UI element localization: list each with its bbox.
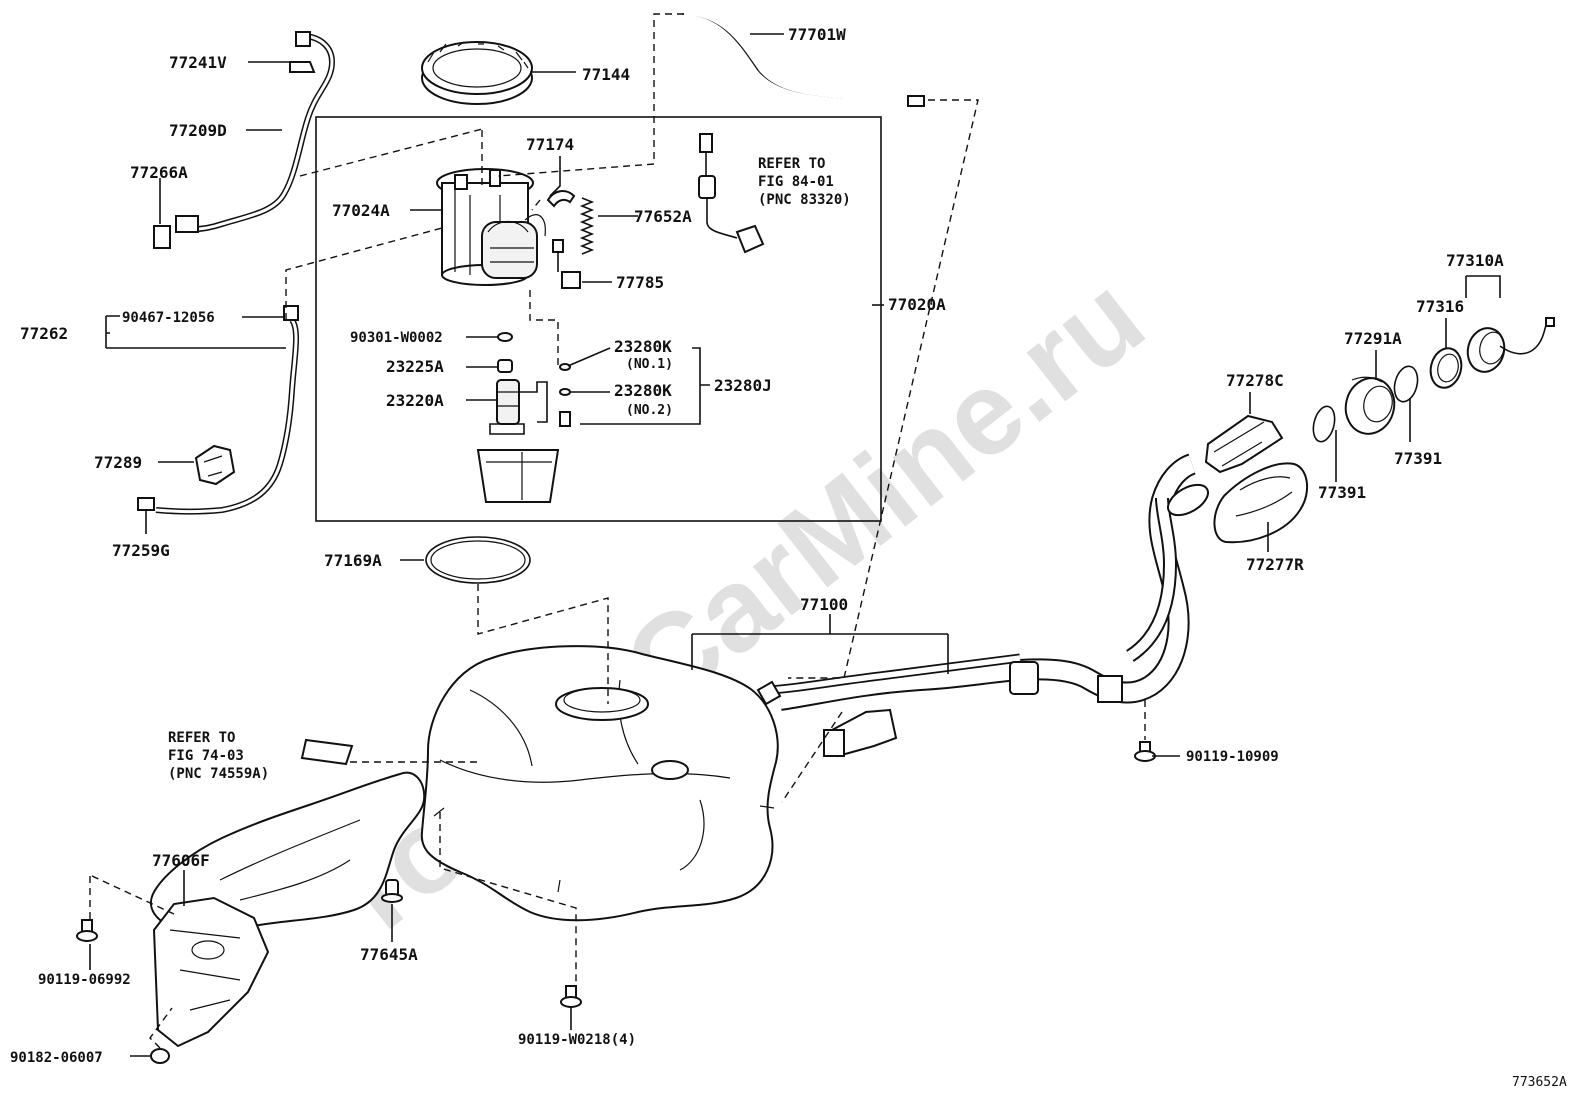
label-77291A: 77291A — [1344, 329, 1402, 348]
filter-ring-23280K-no1 — [559, 363, 571, 371]
filler-protector-77277R — [1213, 462, 1309, 544]
leader-lines — [89, 33, 1501, 1057]
clip-77241V — [289, 61, 316, 73]
refer-84-01-line2: FIG 84-01 — [758, 174, 834, 190]
gasket-77316 — [1429, 347, 1463, 389]
label-77652A: 77652A — [634, 207, 692, 226]
label-23225A: 23225A — [386, 357, 444, 376]
bolt-90119-W0218 — [560, 985, 582, 1008]
label-77024A: 77024A — [332, 201, 390, 220]
label-77144: 77144 — [582, 65, 630, 84]
filler-pipe — [756, 453, 1209, 758]
refer-74-03-line3: (PNC 74559A) — [168, 766, 269, 782]
label-77259G: 77259G — [112, 541, 170, 560]
label-77169A: 77169A — [324, 551, 382, 570]
clip-77259G — [137, 497, 155, 511]
label-77241V: 77241V — [169, 53, 227, 72]
refer-74-03-line2: FIG 74-03 — [168, 748, 244, 764]
label-23280K-no2: 23280K — [614, 381, 672, 400]
label-77100: 77100 — [800, 595, 848, 614]
label-23280J: 23280J — [714, 376, 772, 395]
label-90119-10909: 90119-10909 — [1186, 749, 1279, 765]
label-77785: 77785 — [616, 273, 664, 292]
gasket-77169A — [425, 536, 531, 584]
gasket-77391-outer — [1393, 365, 1419, 403]
clamp-77174 — [546, 190, 576, 208]
heat-insulator-77606F — [149, 771, 426, 1048]
label-no2: (NO.2) — [626, 403, 673, 418]
diagram-code: 773652A — [1512, 1075, 1567, 1090]
label-77645A: 77645A — [360, 945, 418, 964]
bolt-90119-10909 — [1134, 741, 1156, 762]
spring-77652A — [579, 197, 595, 255]
label-no1: (NO.1) — [626, 357, 673, 372]
hose-77262 — [155, 305, 299, 515]
label-77310A: 77310A — [1446, 251, 1504, 270]
label-77020A: 77020A — [888, 295, 946, 314]
bracket-77289 — [194, 444, 236, 486]
label-90301-W0002: 90301-W0002 — [350, 330, 443, 346]
grommet-77266A — [153, 225, 171, 249]
filler-neck-77291A — [1344, 376, 1396, 435]
label-90182-06007: 90182-06007 — [10, 1050, 103, 1066]
label-77391-b: 77391 — [1394, 449, 1442, 468]
label-90119-W0218: 90119-W0218(4) — [518, 1032, 636, 1048]
o-ring-90301 — [497, 332, 513, 342]
hose-77209D — [175, 31, 336, 233]
label-23220A: 23220A — [386, 391, 444, 410]
refer-84-01-line3: (PNC 83320) — [758, 192, 851, 208]
breather-tube-77701W — [681, 12, 925, 107]
label-77606F: 77606F — [152, 851, 210, 870]
pump-wiring-harness — [698, 133, 765, 254]
label-77278C: 77278C — [1226, 371, 1284, 390]
refer-74-03-line1: REFER TO — [168, 730, 235, 746]
label-77174: 77174 — [526, 135, 574, 154]
nut-90182-06007 — [150, 1048, 170, 1064]
part-labels: 77241V 77209D 77266A 77144 77701W 77174 … — [10, 25, 1567, 1090]
label-77391-a: 77391 — [1318, 483, 1366, 502]
label-90467-12056: 90467-12056 — [122, 310, 215, 326]
label-77277R: 77277R — [1246, 555, 1304, 574]
fuel-tank-77100 — [420, 645, 779, 922]
refer-84-01-line1: REFER TO — [758, 156, 825, 172]
refer-panel-74-03 — [300, 738, 354, 766]
filter-ring-23280K-no2 — [559, 388, 571, 396]
bolt-90119-06992 — [76, 919, 98, 942]
label-90119-06992: 90119-06992 — [38, 972, 131, 988]
fuel-pump-assembly-box — [315, 116, 882, 522]
label-77266A: 77266A — [130, 163, 188, 182]
label-23280K-no1: 23280K — [614, 337, 672, 356]
label-77262: 77262 — [20, 324, 68, 343]
lock-ring-77144 — [421, 41, 533, 105]
gasket-77391-inner — [1312, 405, 1336, 443]
cushion-23225A — [497, 359, 513, 373]
filler-protector-77278C — [1204, 414, 1284, 474]
filter-23280J — [559, 411, 571, 427]
label-77289: 77289 — [94, 453, 142, 472]
dashed-guides — [89, 13, 1146, 1049]
label-77701W: 77701W — [788, 25, 846, 44]
fuel-cap-77310A — [1466, 317, 1555, 373]
pump-holder-cup — [476, 449, 560, 503]
label-77316: 77316 — [1416, 297, 1464, 316]
label-77209D: 77209D — [169, 121, 227, 140]
clip-77645A — [381, 879, 403, 903]
fuel-pump-23220A — [489, 379, 548, 435]
fuel-pump-module-77024A — [436, 168, 546, 286]
connector-77785 — [552, 239, 581, 289]
